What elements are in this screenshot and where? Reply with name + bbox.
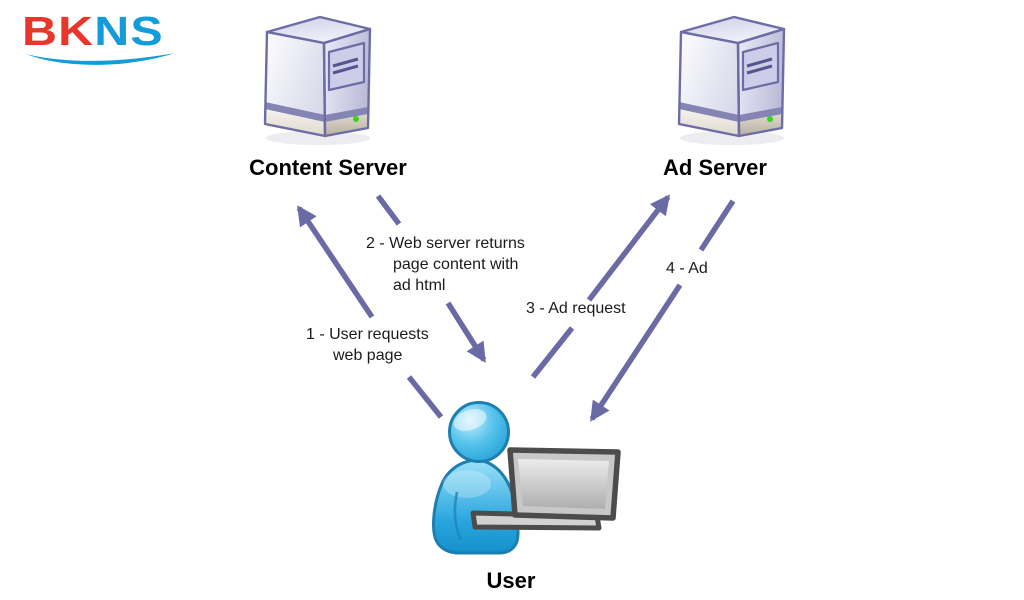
flow-3-arrow: [586, 194, 671, 302]
bkns-logo-text: BKNS: [22, 10, 234, 52]
flow-4-arrow: [589, 283, 683, 422]
user-icon: [432, 401, 621, 555]
flow-1-label: 1 - User requests web page: [306, 326, 429, 364]
content-server-icon: [263, 15, 372, 147]
bkns-logo: BKNS: [22, 10, 202, 65]
bkns-logo-swoosh-icon: [26, 53, 175, 65]
content-server-label: Content Server: [249, 155, 407, 180]
bkns-logo-text-blue: NS: [94, 8, 164, 54]
flow-2-arrow-tail: [375, 194, 402, 226]
flow-1-arrow-tail: [406, 375, 444, 419]
flow-3-arrow-tail: [530, 326, 575, 379]
flow-4-arrow-tail: [698, 199, 736, 252]
bkns-logo-text-red: BK: [22, 8, 95, 54]
flow-4-label: 4 - Ad: [666, 260, 708, 277]
user-label: User: [486, 568, 536, 593]
ad-server-icon: [677, 15, 786, 147]
flow-2-label: 2 - Web server returns page content with…: [366, 235, 525, 294]
flow-3-label: 3 - Ad request: [526, 300, 626, 317]
flow-2-arrow: [445, 301, 487, 363]
ad-server-label: Ad Server: [663, 155, 767, 180]
flow-1-arrow: [296, 205, 375, 319]
